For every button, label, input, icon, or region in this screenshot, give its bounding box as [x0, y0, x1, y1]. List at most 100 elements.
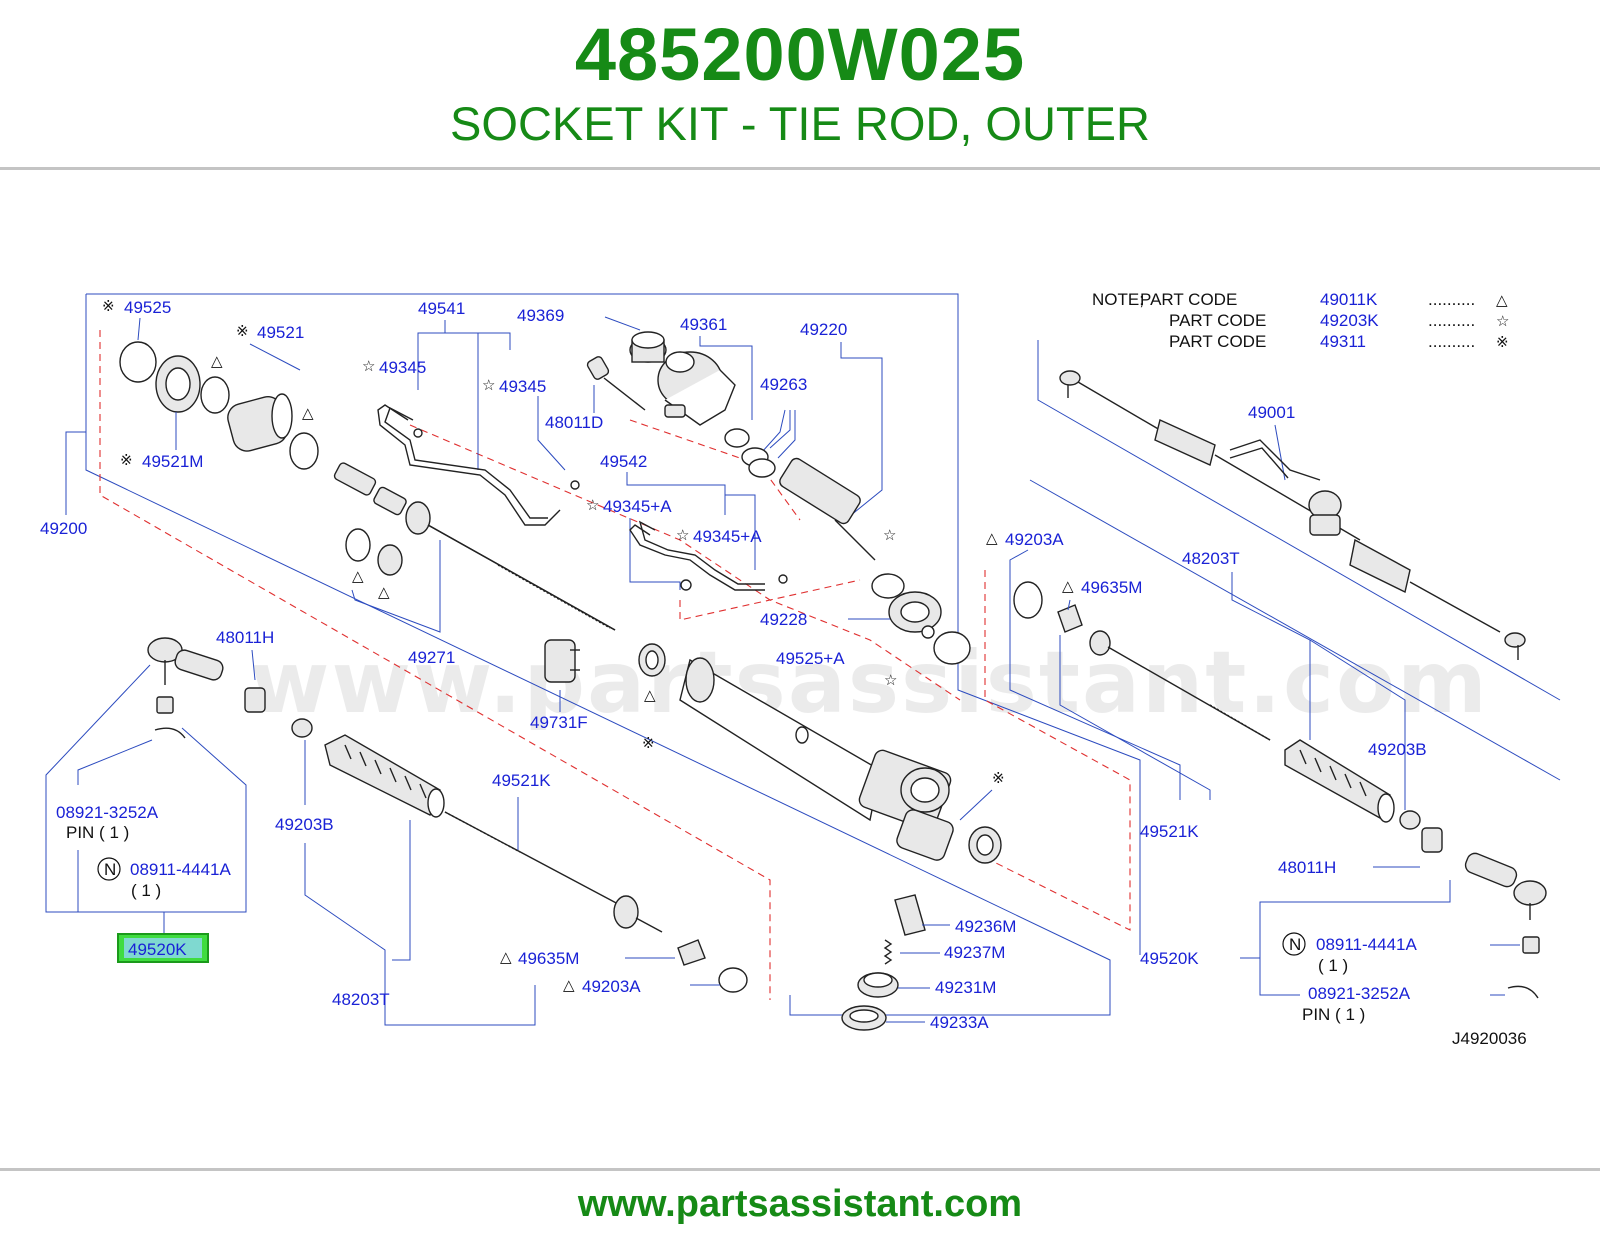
part-number-title: 485200W025 — [574, 13, 1026, 96]
leader-housing-ref — [959, 789, 993, 821]
callout-49263: 49263 — [760, 375, 807, 394]
n-mark-right: N — [1289, 935, 1301, 954]
qty-left: ( 1 ) — [131, 881, 161, 900]
callout-49525: 49525 — [124, 298, 171, 317]
leader-49220 — [840, 342, 883, 521]
part-pinion-49220 — [779, 457, 876, 561]
triangle-mark-49203a-left: △ — [563, 976, 575, 994]
part-o-ring-49525 — [119, 341, 157, 383]
pin-qty-left: PIN ( 1 ) — [66, 823, 129, 842]
part-washer-pinion — [871, 573, 905, 599]
part-cap-49525a — [933, 631, 971, 665]
callout-08911-left: 08911-4441A — [130, 860, 231, 879]
callout-49521m: 49521M — [142, 452, 203, 471]
part-tie-rod-end-right — [1464, 852, 1547, 920]
note-row-1-code: 49011K — [1320, 290, 1378, 309]
star-mark-49345pa1: ☆ — [586, 496, 599, 514]
part-tube-49541 — [377, 404, 561, 526]
callout-49345a: 49345 — [379, 358, 426, 377]
part-nut-48011h-right — [1421, 827, 1443, 853]
callout-49345pa1: 49345+A — [603, 497, 672, 516]
star-mark-cap: ☆ — [884, 671, 897, 689]
leader-49369 — [604, 316, 641, 331]
part-tube-49542-inner — [638, 520, 765, 585]
leader-49203b-right-frame — [1309, 639, 1406, 810]
part-ring-2 — [289, 432, 319, 470]
highlight-49520k-inner — [124, 938, 202, 958]
part-tie-rod-end-left — [147, 637, 224, 685]
part-seal-rack — [377, 544, 403, 576]
footer-website[interactable]: www.partsassistant.com — [577, 1183, 1023, 1225]
triangle-mark-5: △ — [644, 686, 656, 704]
callout-49203a-middle: 49203A — [582, 977, 641, 996]
frame-49520k-right — [1259, 880, 1451, 996]
star-mark-49345b: ☆ — [482, 376, 495, 394]
part-lock-plate-49635m-left — [677, 939, 706, 966]
callout-49220: 49220 — [800, 320, 847, 339]
part-inner-rod-49521k-left — [444, 811, 663, 933]
part-inner-rod-49521k-right — [1089, 630, 1271, 741]
frame-49520k-left — [45, 664, 247, 913]
callout-49520k-left[interactable]: 49520K — [128, 940, 187, 959]
leader-49525 — [137, 317, 141, 341]
leader-48203t-left — [392, 820, 411, 961]
leader-49271 — [351, 540, 441, 633]
part-seal-49521m — [155, 355, 201, 413]
part-seal-rings-49263 — [741, 447, 776, 478]
callout-49542: 49542 — [600, 452, 647, 471]
leader-49542-b — [725, 494, 756, 570]
triangle-mark-1: △ — [211, 352, 223, 370]
callout-49731f: 49731F — [530, 713, 588, 732]
note-row-3-dots: .......... — [1428, 332, 1475, 351]
part-oring-rack — [345, 528, 371, 562]
part-nut-48011h-left — [244, 687, 266, 713]
leader-08921-left — [77, 739, 153, 785]
leader-49203a-right — [1009, 549, 1181, 800]
note-row-2-symbol: ☆ — [1496, 312, 1509, 330]
triangle-mark-49635m-right: △ — [1062, 577, 1074, 595]
note-row-2-label: PART CODE — [1169, 311, 1266, 330]
callout-49233a: 49233A — [930, 1013, 989, 1032]
note-row-1-label: PART CODE — [1140, 290, 1237, 309]
part-seal-49361 — [724, 428, 750, 448]
leader-48011h-left — [251, 649, 256, 681]
watermark: www.partsassistant.com — [250, 633, 1489, 733]
part-bushing-49521 — [227, 393, 293, 452]
note-block: NOTE; PART CODE 49011K .......... △ PART… — [1092, 290, 1509, 351]
triangle-mark-4: △ — [378, 583, 390, 601]
callout-49345b: 49345 — [499, 377, 546, 396]
star-mark-pinion: ☆ — [883, 526, 896, 544]
part-oring-small-1 — [413, 428, 423, 438]
leader-49345b — [537, 396, 566, 471]
callout-48203t-right: 48203T — [1182, 549, 1240, 568]
note-row-3-label: PART CODE — [1169, 332, 1266, 351]
leader-49001 — [1274, 424, 1286, 481]
leader-49263-b — [761, 409, 786, 453]
frame-left-top — [86, 293, 1141, 955]
part-boot-48203t-left — [324, 734, 445, 818]
part-lock-plate-49635m-right — [1057, 604, 1083, 633]
leader-49200 — [65, 431, 86, 515]
leader-49541-b — [445, 332, 511, 350]
part-washer-1 — [200, 376, 230, 414]
part-oring-small-2 — [570, 480, 580, 490]
header-divider — [0, 167, 1600, 170]
n-mark-left: N — [104, 860, 116, 879]
part-tube-49541-inner — [384, 407, 548, 519]
note-row-2-dots: .......... — [1428, 311, 1475, 330]
part-collar-49369 — [629, 331, 667, 363]
part-bolt-48011d — [586, 356, 646, 411]
callout-49236m: 49236M — [955, 917, 1016, 936]
diagram-code: J4920036 — [1452, 1029, 1527, 1048]
part-oring-small-3 — [680, 579, 692, 591]
callout-49635m-middle: 49635M — [518, 949, 579, 968]
callout-49200: 49200 — [40, 519, 87, 538]
dash-line-4 — [984, 570, 1131, 931]
triangle-mark-49635m-left: △ — [500, 948, 512, 966]
part-seal-ring-center — [638, 643, 666, 677]
frame-49001 — [1037, 340, 1561, 701]
page-header: 485200W025 SOCKET KIT - TIE ROD, OUTER — [0, 0, 1600, 170]
part-clamp-49203b-right — [1399, 810, 1421, 830]
leader-49203b-left-b — [304, 843, 536, 1026]
part-spring-49237m — [883, 939, 893, 965]
